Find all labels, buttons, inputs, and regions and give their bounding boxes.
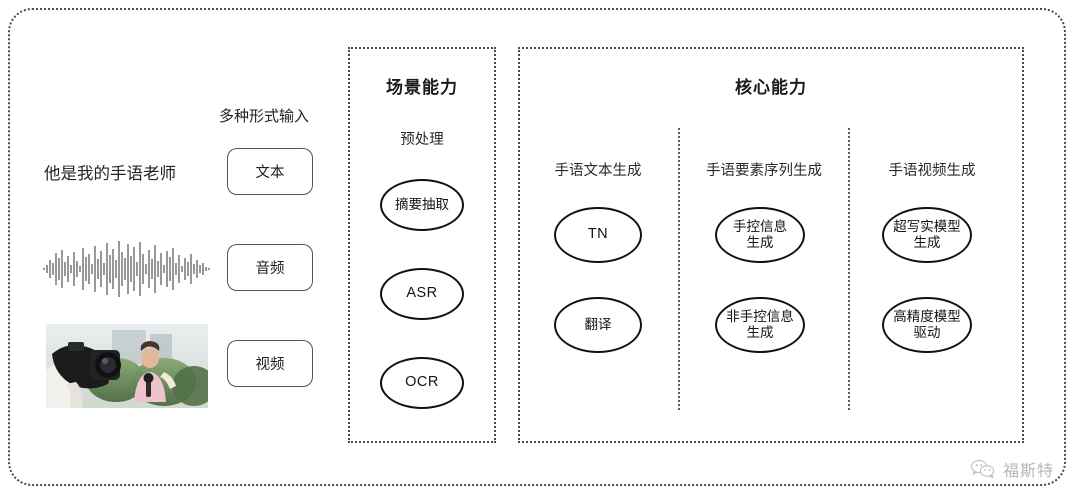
modality-chip-text-label: 文本 [255, 165, 285, 181]
video-thumbnail-image [46, 324, 208, 408]
scene-capability-panel: 场景能力 预处理 [348, 47, 496, 443]
audio-waveform-svg [43, 241, 210, 297]
scene-capability-title: 场景能力 [386, 78, 458, 97]
core-node-tn-label: TN [587, 226, 609, 243]
modality-chip-audio[interactable]: 音频 [227, 244, 313, 291]
core-node-non-manual-feature-generation-label: 非手控信息 生成 [726, 309, 794, 340]
core-column-header-sign-text-generation: 手语文本生成 [554, 163, 642, 179]
video-thumbnail-svg [46, 324, 208, 408]
core-node-manual-feature-generation-label: 手控信息 生成 [733, 219, 787, 250]
core-capability-title: 核心能力 [735, 78, 807, 97]
core-node-photorealistic-model-generation[interactable]: 超写实模型 生成 [882, 207, 972, 263]
core-node-photorealistic-model-generation-label: 超写实模型 生成 [893, 219, 961, 250]
scene-node-ocr[interactable]: OCR [380, 357, 464, 409]
scene-group-label: 预处理 [400, 132, 444, 148]
scene-node-asr-label: ASR [406, 285, 438, 302]
core-column-header-sign-video-generation: 手语视频生成 [888, 163, 976, 179]
core-column-divider-1 [678, 128, 680, 410]
sample-sentence-text: 他是我的手语老师 [44, 165, 176, 183]
core-node-high-precision-model-driving-label: 高精度模型 驱动 [893, 309, 961, 340]
scene-node-ocr-label: OCR [405, 374, 439, 391]
modality-chip-video[interactable]: 视频 [227, 340, 313, 387]
core-node-tn[interactable]: TN [554, 207, 642, 263]
core-capability-panel: 核心能力 [518, 47, 1024, 443]
core-column-header-sign-element-sequence-generation: 手语要素序列生成 [706, 163, 822, 179]
audio-waveform-icon [42, 238, 214, 300]
core-node-translation-label: 翻译 [584, 317, 612, 333]
modality-chip-audio-label: 音频 [255, 261, 285, 277]
outer-frame [8, 8, 1066, 486]
core-node-manual-feature-generation[interactable]: 手控信息 生成 [715, 207, 805, 263]
core-node-non-manual-feature-generation[interactable]: 非手控信息 生成 [715, 297, 805, 353]
core-node-translation[interactable]: 翻译 [554, 297, 642, 353]
scene-node-asr[interactable]: ASR [380, 268, 464, 320]
core-column-divider-2 [848, 128, 850, 410]
scene-node-summary-extraction[interactable]: 摘要抽取 [380, 179, 464, 231]
watermark-text: 福斯特 [1002, 463, 1054, 480]
input-section-caption: 多种形式输入 [219, 108, 310, 125]
scene-node-summary-extraction-label: 摘要抽取 [395, 197, 449, 213]
core-node-high-precision-model-driving[interactable]: 高精度模型 驱动 [882, 297, 972, 353]
wechat-bubble-icon [970, 459, 995, 479]
watermark: 福斯特 [970, 457, 1054, 481]
modality-chip-video-label: 视频 [255, 357, 285, 373]
modality-chip-text[interactable]: 文本 [227, 148, 313, 195]
